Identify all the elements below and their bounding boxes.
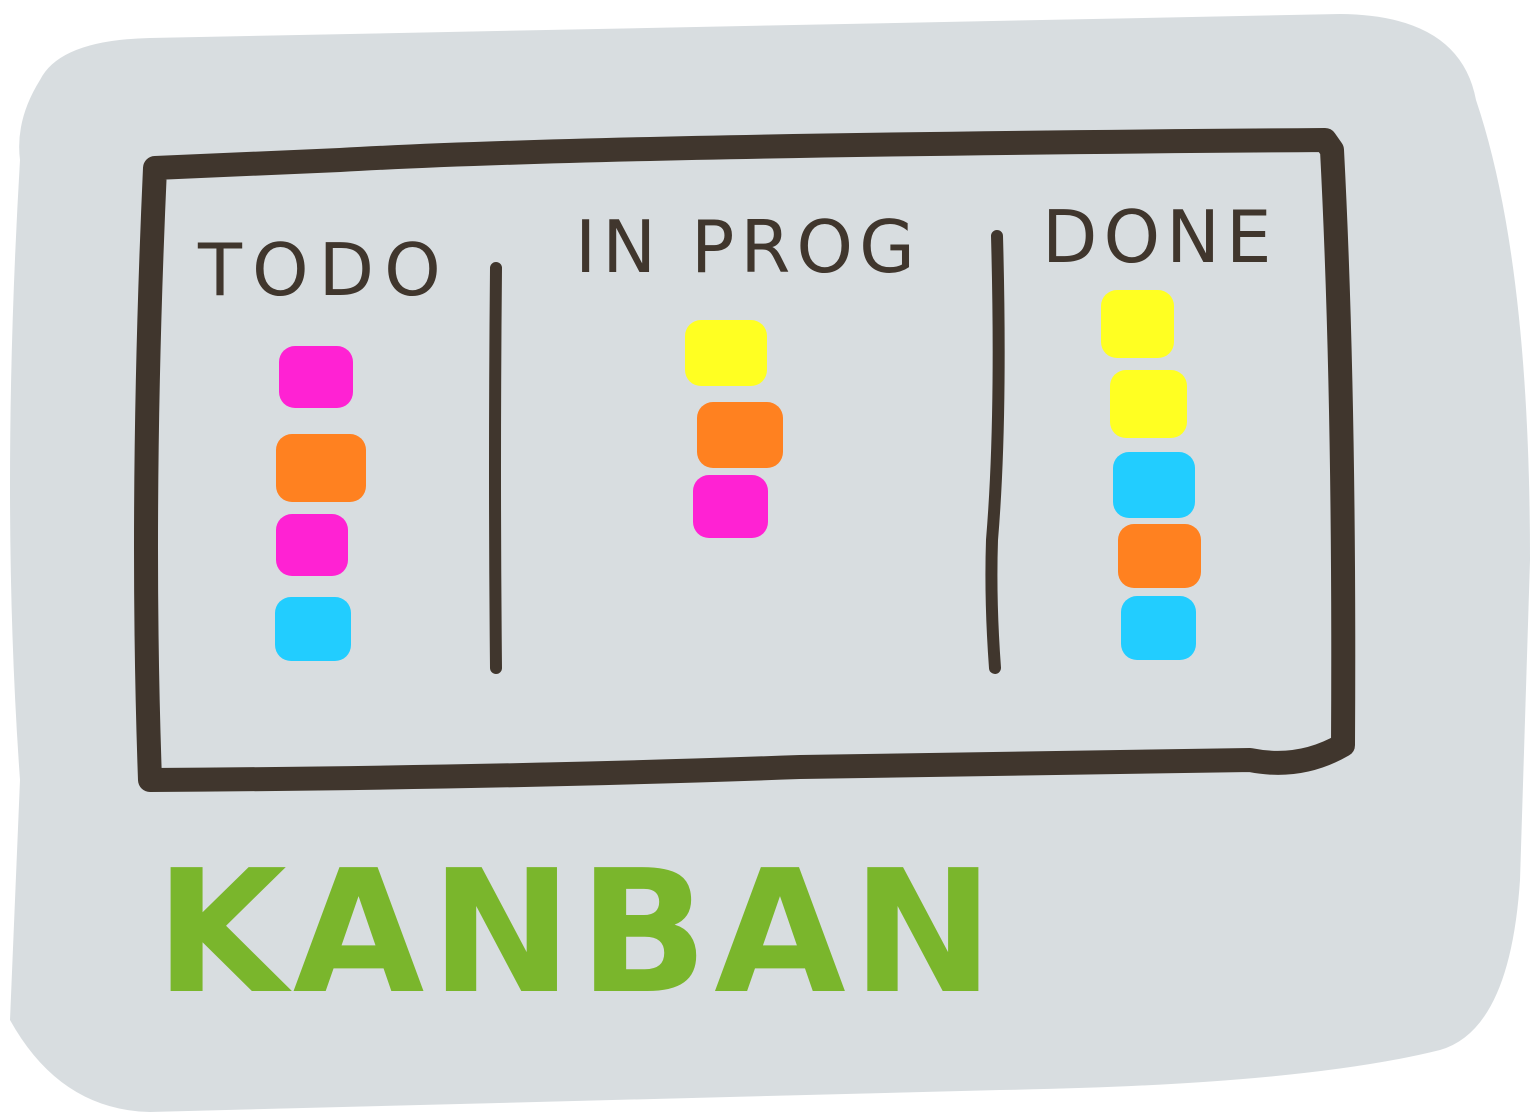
sticky-note xyxy=(693,475,768,538)
column-divider-2 xyxy=(985,230,1005,674)
column-header-todo: TODO xyxy=(198,228,451,312)
board-frame xyxy=(134,128,1356,792)
column-header-in-progress: IN PROG xyxy=(575,205,921,289)
sticky-note xyxy=(276,514,348,576)
sticky-note xyxy=(1113,452,1195,518)
column-divider-1 xyxy=(489,262,502,674)
sticky-note xyxy=(276,434,366,502)
sticky-note xyxy=(1110,370,1187,438)
kanban-title: KANBAN xyxy=(155,834,1000,1032)
column-header-done: DONE xyxy=(1042,195,1278,279)
sticky-note xyxy=(275,597,351,661)
sticky-note xyxy=(697,402,783,468)
sticky-note xyxy=(1101,290,1174,358)
sticky-note xyxy=(1118,524,1201,588)
sticky-note xyxy=(279,346,353,408)
sticky-note xyxy=(685,320,767,386)
sticky-note xyxy=(1121,596,1196,660)
